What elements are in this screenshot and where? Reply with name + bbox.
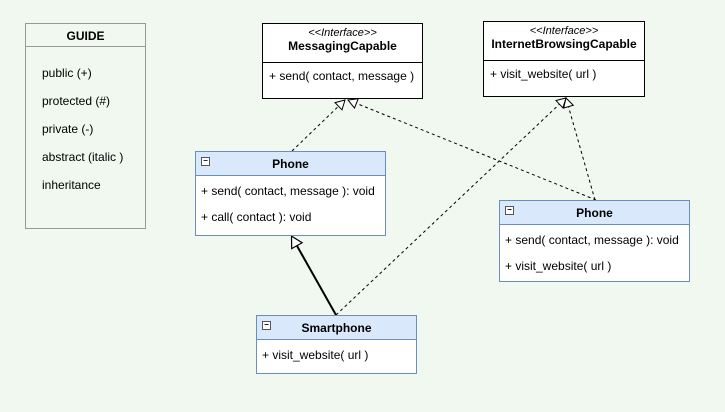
guide-title: GUIDE	[26, 24, 145, 47]
class-name: Phone	[272, 157, 309, 171]
guide-item-private: private (-)	[42, 122, 94, 136]
interface-stereotype: <<Interface>>	[308, 27, 377, 39]
class-method: + visit_website( url )	[505, 259, 612, 273]
guide-item-public: public (+)	[42, 66, 92, 80]
class-smartphone[interactable]: − Smartphone + visit_website( url )	[256, 315, 417, 374]
interface-method: + send( contact, message )	[269, 69, 415, 83]
class-header: − Smartphone	[257, 316, 416, 340]
class-body: + send( contact, message ): void + visit…	[500, 225, 689, 281]
class-name: Smartphone	[301, 321, 372, 335]
class-method: + send( contact, message ): void	[505, 233, 679, 247]
realization-smartphone-browsing	[335, 97, 567, 316]
collapse-toggle-icon[interactable]: −	[505, 206, 514, 215]
guide-item-abstract: abstract (italic )	[42, 150, 124, 164]
guide-item-inheritance: inheritance	[42, 178, 101, 192]
interface-divider	[263, 62, 422, 63]
class-header: − Phone	[500, 201, 689, 225]
realization-phone-right-messaging	[347, 98, 597, 201]
collapse-toggle-icon[interactable]: −	[262, 321, 271, 330]
class-method: + visit_website( url )	[262, 348, 369, 362]
class-phone-left[interactable]: − Phone + send( contact, message ): void…	[195, 151, 386, 236]
class-body: + visit_website( url )	[257, 340, 416, 373]
class-method: + send( contact, message ): void	[201, 184, 375, 198]
interface-internet-browsing-capable[interactable]: <<Interface>> InternetBrowsingCapable + …	[483, 21, 645, 97]
interface-divider	[484, 60, 644, 61]
realization-phone-right-browsing	[562, 97, 596, 201]
interface-stereotype: <<Interface>>	[529, 25, 599, 37]
interface-method: + visit_website( url )	[490, 67, 597, 81]
class-header: − Phone	[196, 152, 385, 176]
interface-name: InternetBrowsingCapable	[491, 37, 637, 51]
class-name: Phone	[576, 206, 613, 220]
inheritance-smartphone-phone	[292, 237, 337, 316]
class-phone-right[interactable]: − Phone + send( contact, message ): void…	[499, 200, 690, 282]
class-body: + send( contact, message ): void + call(…	[196, 176, 385, 235]
interface-messaging-capable[interactable]: <<Interface>> MessagingCapable + send( c…	[262, 23, 423, 99]
guide-item-protected: protected (#)	[42, 94, 111, 108]
guide-box[interactable]: GUIDE public (+) protected (#) private (…	[25, 23, 146, 229]
realization-phone-left-messaging	[291, 99, 346, 152]
class-method: + call( contact ): void	[201, 210, 312, 224]
interface-name: MessagingCapable	[288, 39, 397, 53]
collapse-toggle-icon[interactable]: −	[201, 157, 210, 166]
